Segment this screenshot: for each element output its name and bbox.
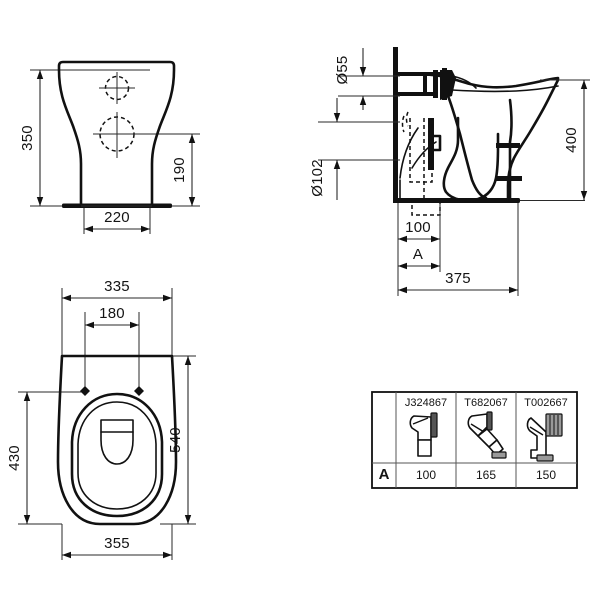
side-internal-curve-1 [399, 127, 419, 179]
side-inlet-connector [398, 68, 477, 100]
view-rear-elevation: 350 190 220 [19, 60, 200, 234]
arrow-430-top [23, 392, 31, 401]
arrow-190-top [188, 134, 196, 143]
arrow-430-bottom [23, 515, 31, 524]
lower-fixing-hole [93, 112, 141, 158]
inlet-bottom-wall [398, 92, 436, 96]
arrow-180-right [130, 321, 139, 329]
side-internal-curve-3 [411, 141, 437, 169]
plan-pan-outline [56, 354, 178, 526]
arrow-d102-bottom [333, 160, 341, 169]
arrow-355-right [163, 551, 172, 559]
table-code-1: T682067 [464, 397, 507, 409]
arrow-335-right [163, 294, 172, 302]
dim-label-plan-bowl-length: 430 [6, 445, 23, 471]
arrow-190-bottom [188, 197, 196, 206]
arrow-d55-top [359, 67, 367, 76]
side-rim-top-line [451, 85, 559, 93]
upper-fixing-hole [99, 72, 135, 104]
arrow-355-left [62, 551, 71, 559]
inlet-rib-2 [433, 70, 438, 98]
dim-label-rear-underside: 190 [171, 157, 188, 183]
arrow-d55-bottom [359, 96, 367, 105]
straight-connector-icon [409, 412, 438, 457]
arrow-540-top [184, 356, 192, 365]
dim-label-rear-foot-width: 220 [104, 209, 130, 226]
side-bowl-inner-wall [446, 94, 488, 200]
side-rear-skirt [508, 98, 513, 202]
side-rear-ledge [496, 143, 520, 148]
plan-fixing-point-right [134, 386, 144, 396]
table-value-2: 150 [536, 468, 556, 482]
view-plan: 335 180 540 430 355 [6, 278, 196, 560]
dim-label-outlet-diameter: Ø102 [309, 159, 326, 197]
side-siphon-trap [442, 116, 500, 202]
table-column-2[interactable]: T002667 150 [524, 397, 567, 482]
dim-label-plan-fixing-centres: 180 [99, 305, 125, 322]
side-trap-rib [428, 118, 434, 170]
dim-label-seat-height: 400 [563, 127, 580, 153]
table-code-2: T002667 [524, 397, 567, 409]
plan-bowl-rim-outer [70, 392, 164, 518]
plan-bowl-rim-inner [77, 401, 157, 510]
dim-label-rear-height: 350 [19, 125, 36, 151]
table-value-1: 165 [476, 468, 496, 482]
arrow-d102-top [333, 113, 341, 122]
inlet-spray-line [451, 75, 477, 89]
arrow-A-right [431, 262, 440, 270]
dim-label-plan-seat-width: 335 [104, 278, 130, 295]
arrow-100-right [431, 235, 440, 243]
arrow-400-bottom [580, 191, 588, 200]
arrow-375-right [509, 286, 518, 294]
arrow-400-top [580, 80, 588, 89]
variant-table: A J324867 100 T682067 165 [371, 391, 578, 489]
inlet-top-wall [398, 72, 442, 76]
dim-label-inlet-diameter: Ø55 [334, 56, 351, 85]
angled-connector-icon [467, 411, 507, 459]
table-row-letter: A [379, 466, 390, 483]
arrow-350-bottom [36, 197, 44, 206]
arrow-540-bottom [184, 515, 192, 524]
arrow-100-left [398, 235, 407, 243]
arrow-350-top [36, 70, 44, 79]
arrow-A-left [398, 262, 407, 270]
table-column-0[interactable]: J324867 100 [405, 397, 447, 482]
arrow-375-left [398, 286, 407, 294]
dim-label-projection: 375 [445, 270, 471, 287]
inlet-rib-1 [423, 72, 427, 96]
rear-pan-outline [57, 60, 176, 208]
table-code-0: J324867 [405, 397, 447, 409]
plan-fixing-point-left [80, 386, 90, 396]
arrow-180-left [85, 321, 94, 329]
side-wall [393, 47, 398, 203]
table-value-0: 100 [416, 468, 436, 482]
arrow-335-left [62, 294, 71, 302]
side-outlet-hidden [401, 111, 441, 216]
dim-label-variant-offset: A [413, 246, 423, 263]
plan-flush-outlet [100, 419, 134, 465]
table-column-1[interactable]: T682067 165 [464, 397, 507, 482]
offset-connector-icon [526, 413, 563, 462]
view-side-section: Ø55 Ø102 400 100 A 375 [309, 47, 590, 296]
arrow-220-left [84, 225, 93, 233]
arrow-220-right [141, 225, 150, 233]
inlet-nozzle [440, 70, 456, 100]
dim-label-plan-width: 355 [104, 535, 130, 552]
dim-label-outlet-offset: 100 [405, 219, 431, 236]
